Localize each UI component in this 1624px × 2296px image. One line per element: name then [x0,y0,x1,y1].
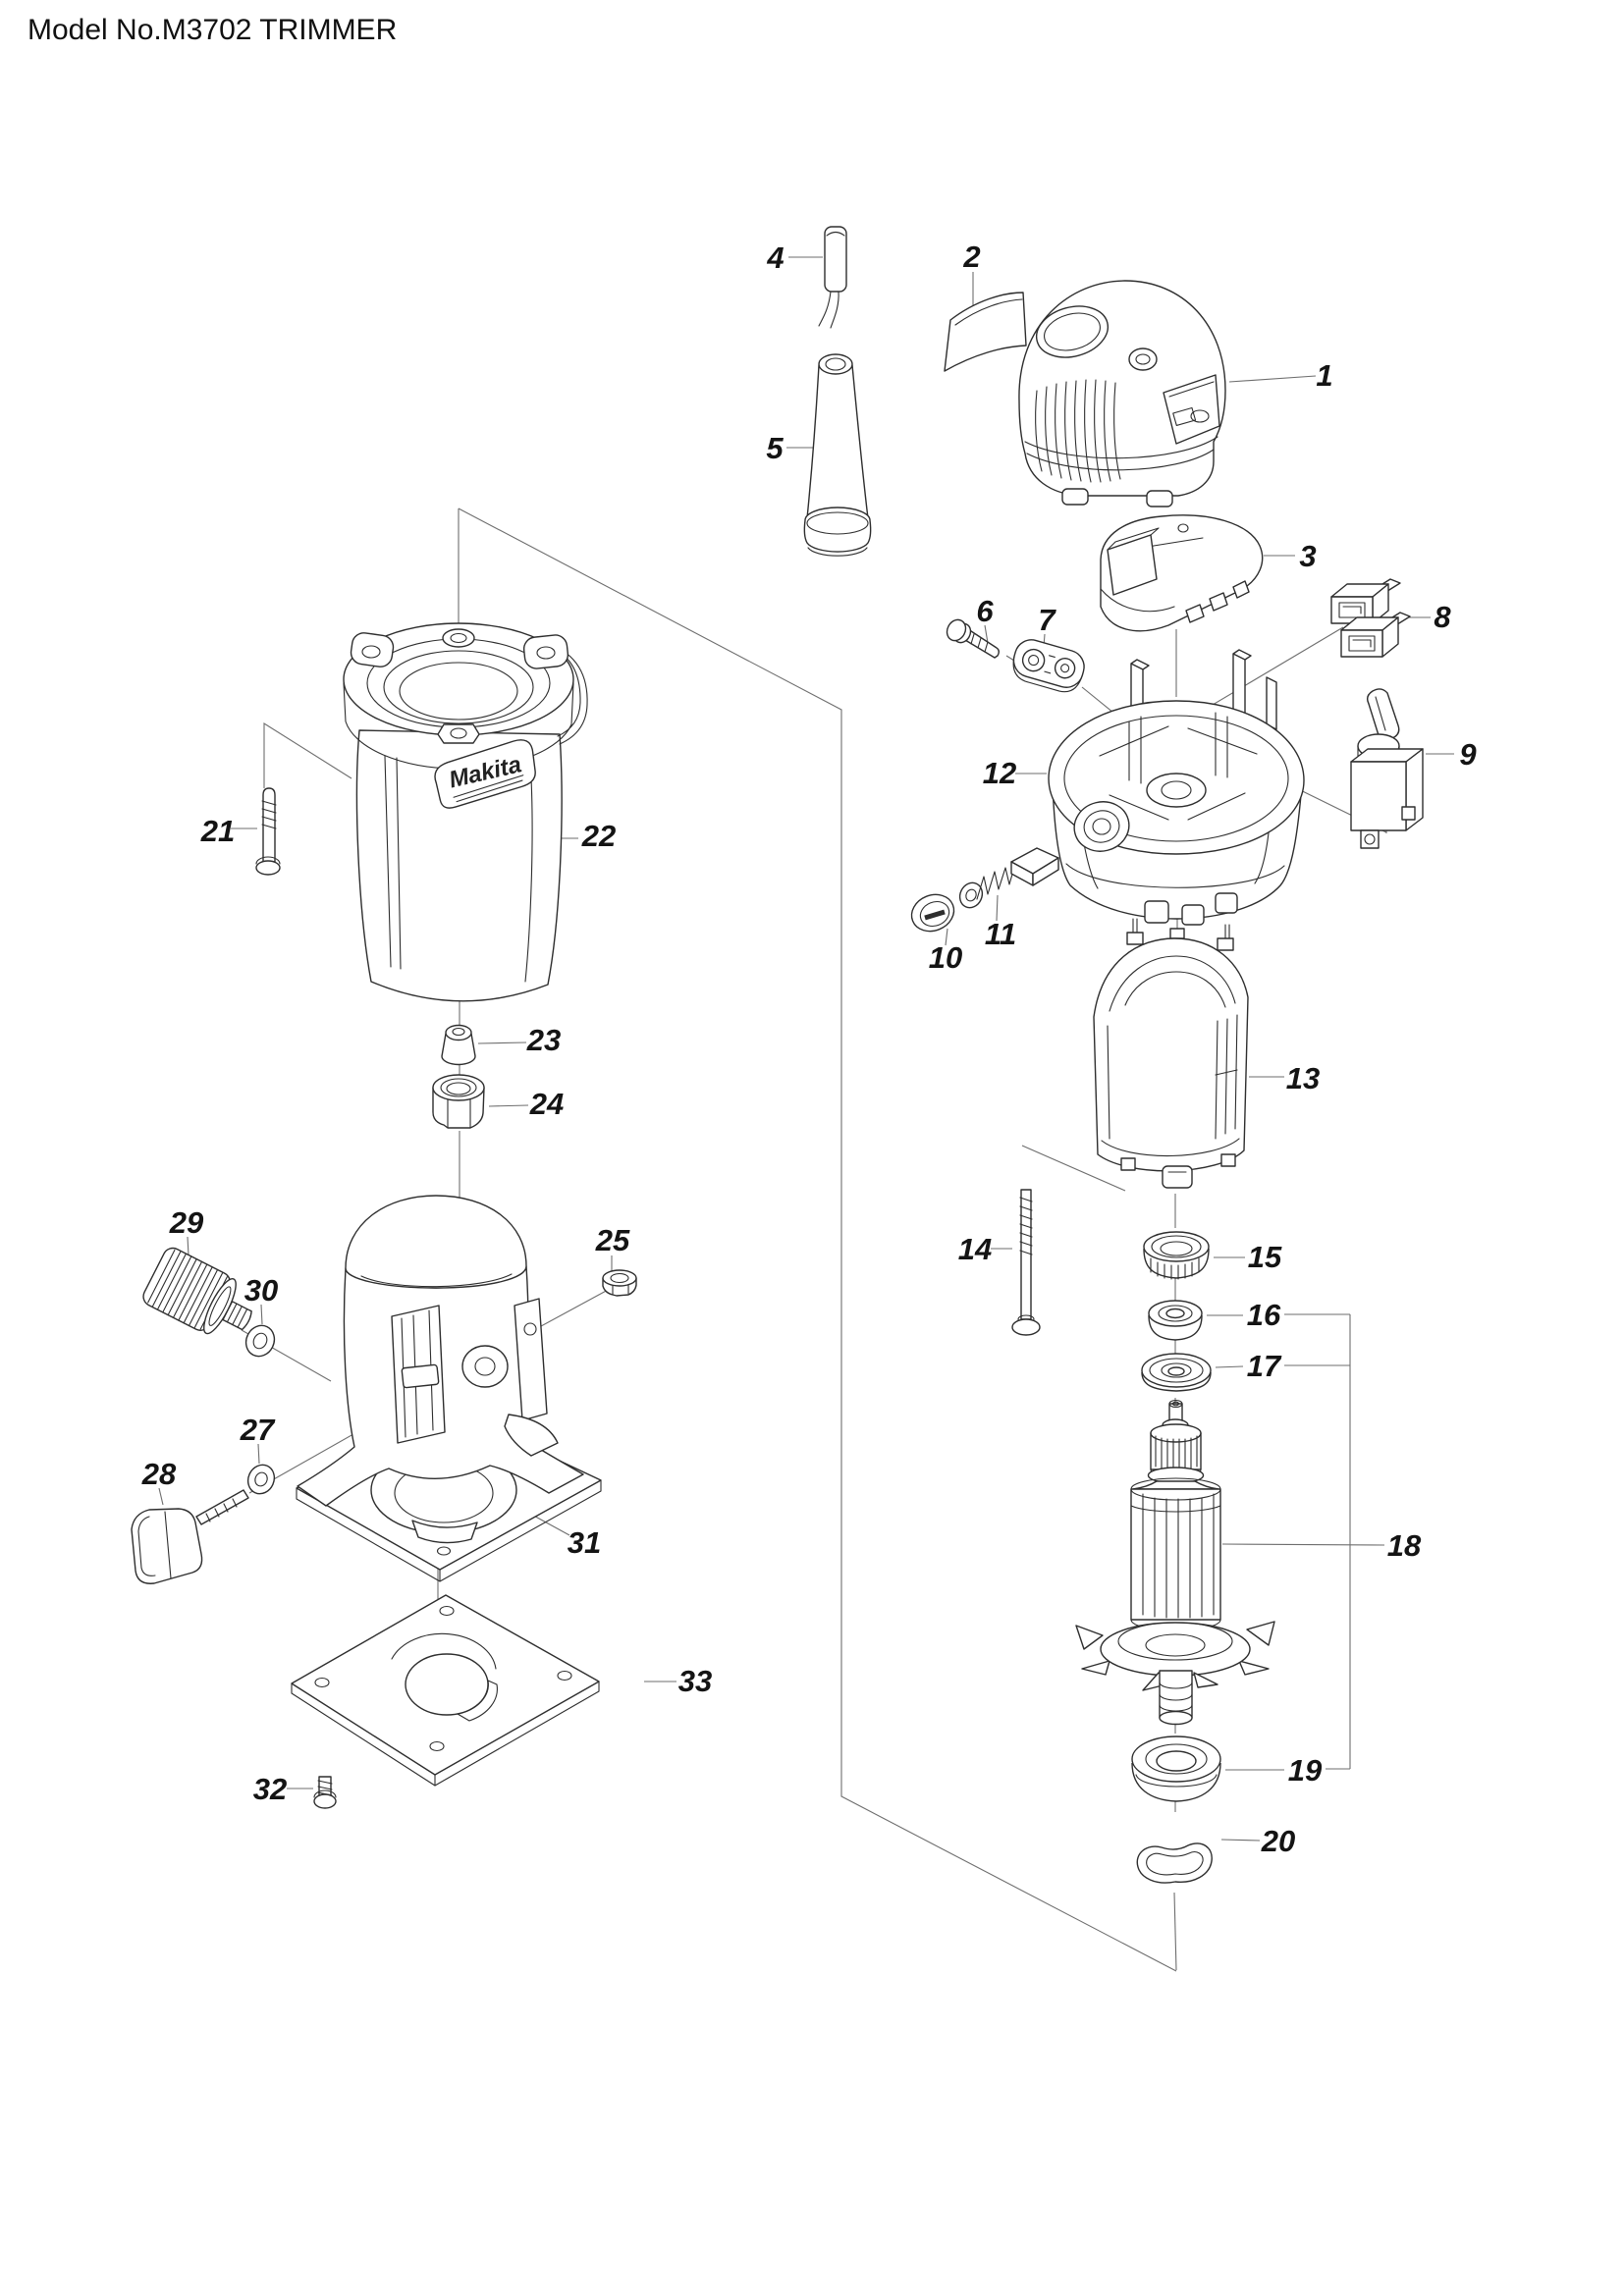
leader-line-p29 [187,1236,189,1256]
part-label-23: 23 [526,1023,561,1057]
part-label-29: 29 [169,1205,204,1240]
part-27-drawing [246,1464,276,1495]
leader-line-p23 [477,1041,527,1044]
leader-line-p11 [996,894,999,922]
part-18-drawing [1075,1399,1275,1726]
assembly-line [263,722,352,788]
part-6-drawing [946,618,1000,659]
part-label-7: 7 [1038,603,1056,637]
leader-line-p17 [1215,1364,1350,1368]
part-label-4: 4 [766,240,784,275]
part-label-15: 15 [1248,1240,1282,1274]
part-label-33: 33 [678,1664,712,1698]
part-12-drawing [1048,649,1305,926]
part-23-drawing [441,1024,476,1066]
part-32-drawing [313,1776,337,1809]
makita-logo: Makita [434,739,536,809]
part-2-drawing [944,292,1027,372]
part-label-20: 20 [1261,1824,1295,1858]
assembly-divider-line [458,507,1177,1972]
part-1-drawing [1018,280,1226,507]
part-label-25: 25 [595,1223,630,1257]
part-25-drawing [602,1269,637,1297]
part-label-30: 30 [244,1273,278,1308]
part-label-9: 9 [1459,737,1477,772]
part-label-14: 14 [958,1232,992,1266]
page-title: Model No.M3702 TRIMMER [27,14,398,46]
part-19-drawing [1131,1735,1221,1802]
part-28-drawing [131,1489,249,1584]
part-29-drawing [142,1247,252,1335]
leader-line-p16 [1207,1313,1350,1316]
part-16-drawing [1148,1300,1203,1341]
leader-line-p30 [260,1304,263,1325]
leader-line-p6 [984,624,989,644]
leader-line-p24 [488,1104,529,1107]
part-17-drawing [1141,1353,1212,1392]
part-24-drawing [432,1074,485,1129]
part-label-12: 12 [983,756,1016,790]
assembly-line [1021,1145,1126,1192]
part-22-drawing: Makita [343,622,588,1002]
leader-line-p28 [158,1487,164,1506]
part-label-19: 19 [1288,1753,1323,1788]
part-21-drawing [255,787,281,876]
part-label-8: 8 [1434,600,1451,634]
part-14-drawing [1011,1189,1041,1336]
part-9-drawing [1350,688,1424,849]
leader-line-p1 [1228,375,1317,383]
part-11-drawing [958,847,1059,909]
part-30-drawing [244,1324,276,1358]
part-label-31: 31 [568,1525,601,1560]
part-label-1: 1 [1316,358,1332,393]
part-label-6: 6 [976,594,994,628]
part-10-drawing [910,893,955,933]
part-label-16: 16 [1247,1298,1281,1332]
axis-line [1173,1892,1177,1971]
part-label-5: 5 [766,431,784,465]
leader-line-p18 [1221,1543,1385,1546]
part-7-drawing [1012,639,1085,693]
part-label-32: 32 [253,1772,287,1806]
part-33-drawing [291,1594,600,1787]
part-label-17: 17 [1247,1349,1282,1383]
part-label-27: 27 [240,1413,276,1447]
part-31-drawing [296,1195,602,1582]
leader-line-p20 [1220,1839,1261,1842]
part-3-drawing [1100,514,1264,632]
part-13-drawing [1093,918,1249,1189]
part-label-18: 18 [1387,1528,1422,1563]
part-label-24: 24 [529,1087,564,1121]
part-15-drawing [1143,1231,1210,1280]
part-label-21: 21 [200,814,235,848]
part-label-10: 10 [929,940,962,975]
part-4-drawing [818,226,847,329]
part-8-drawing [1330,578,1411,658]
part-label-2: 2 [962,240,980,274]
part-20-drawing [1136,1842,1213,1884]
leader-line-p19 [1225,1768,1350,1771]
part-label-28: 28 [141,1457,177,1491]
part-label-22: 22 [581,819,616,853]
part-label-13: 13 [1286,1061,1320,1095]
leader-line-p10 [945,928,948,946]
leader-line-p27 [257,1443,260,1465]
part-5-drawing [803,353,872,557]
part-label-11: 11 [985,917,1016,951]
part-label-3: 3 [1299,539,1316,573]
